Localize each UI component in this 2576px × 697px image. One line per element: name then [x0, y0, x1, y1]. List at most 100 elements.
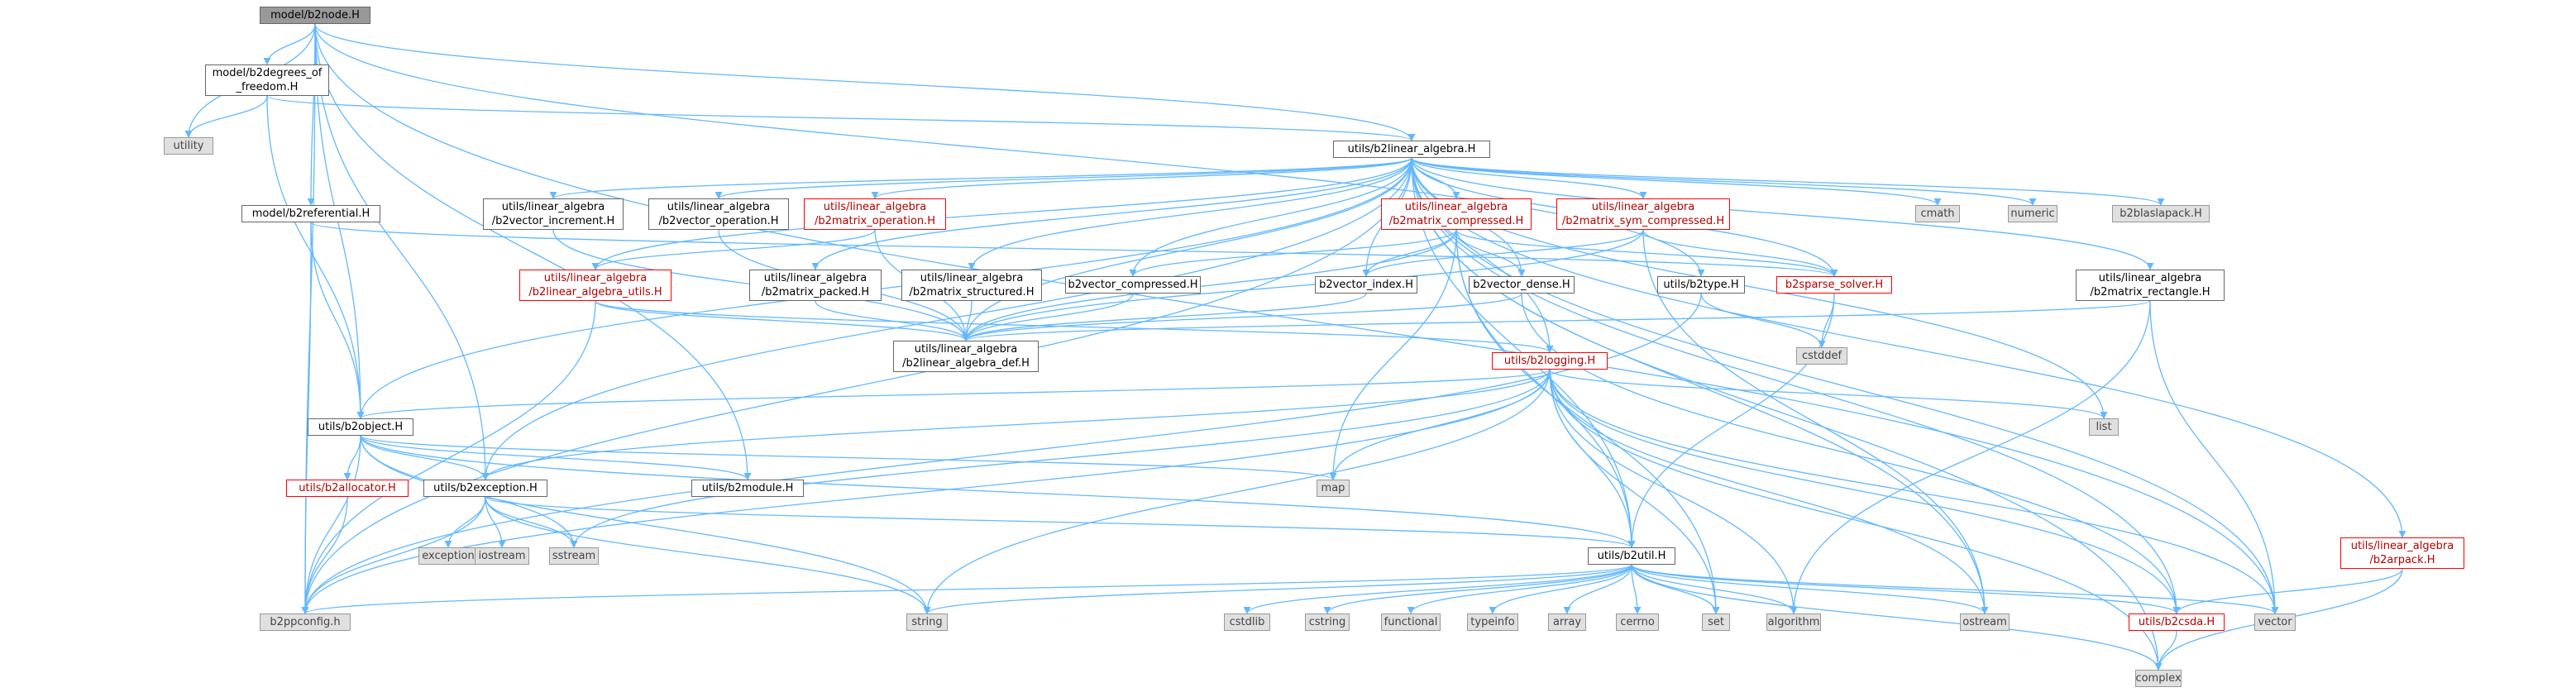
- edge-b2matrix_operation-to-b2linear_algebra_utils: [591, 229, 876, 270]
- node-vector: vector: [2254, 613, 2296, 631]
- edge-b2linear_algebra-to-b2exception: [481, 157, 1412, 480]
- node-utils-b2object-h[interactable]: utils/b2object.H: [308, 418, 413, 436]
- edge-b2matrix_compressed-to-b2vector_dense: [1455, 229, 1526, 277]
- edge-b2referential-to-b2sparse_solver: [310, 222, 1838, 277]
- edge-b2object-to-string: [360, 435, 931, 614]
- node-b2linear-algebra-utils-h[interactable]: utils/linear_algebra /b2linear_algebra_u…: [519, 270, 671, 301]
- edge-b2matrix_compressed-to-b2linear_algebra_def: [962, 229, 1457, 341]
- node-string: string: [906, 613, 948, 631]
- node-utils-b2module-h[interactable]: utils/b2module.H: [691, 480, 804, 497]
- edge-b2linear_algebra_utils-to-b2logging: [595, 300, 1554, 353]
- edge-b2referential-to-b2ppconfig: [301, 222, 312, 614]
- edge-b2sparse_solver-to-b2util: [1627, 293, 1835, 548]
- edge-b2node-to-b2module: [314, 23, 752, 480]
- edge-b2linear_algebra_utils-to-b2ppconfig: [301, 300, 596, 614]
- node-utils-b2allocator-h[interactable]: utils/b2allocator.H: [286, 480, 409, 497]
- edge-b2arpack-to-b2csda: [2172, 568, 2403, 614]
- node-map: map: [1317, 480, 1350, 497]
- edge-b2logging-to-ostream: [1549, 369, 1989, 614]
- edge-b2node-to-vector: [314, 23, 2279, 614]
- node-cmath: cmath: [1915, 205, 1960, 222]
- node-utils-b2csda-h[interactable]: utils/b2csda.H: [2129, 613, 2225, 631]
- node-utils-b2util-h[interactable]: utils/b2util.H: [1588, 547, 1675, 565]
- node-b2linear-algebra-def-h[interactable]: utils/linear_algebra /b2linear_algebra_d…: [893, 341, 1039, 372]
- edge-b2object-to-b2ppconfig: [301, 435, 361, 614]
- edge-b2logging-to-b2csda: [1549, 369, 2181, 614]
- node-numeric: numeric: [2008, 205, 2057, 222]
- edge-b2util-to-vector: [1631, 564, 2279, 614]
- edge-b2vector_dense-to-b2linear_algebra_def: [962, 293, 1522, 341]
- node-b2matrix-operation-h[interactable]: utils/linear_algebra /b2matrix_operation…: [804, 198, 946, 230]
- node-ostream: ostream: [1960, 613, 2010, 631]
- edge-b2util-to-functional: [1407, 564, 1632, 614]
- edge-b2matrix_rectangle-to-b2linear_algebra_def: [962, 300, 2151, 341]
- node-b2vector-dense-h[interactable]: b2vector_dense.H: [1469, 276, 1575, 294]
- edge-b2matrix_rectangle-to-algorithm: [1790, 300, 2151, 614]
- node-cstring: cstring: [1305, 613, 1350, 631]
- edge-b2util-to-complex: [1631, 564, 2163, 671]
- edge-b2linear_algebra-to-vector: [1411, 157, 2279, 614]
- node-b2vector-index-h[interactable]: b2vector_index.H: [1315, 276, 1417, 294]
- node-b2matrix-packed-h[interactable]: utils/linear_algebra /b2matrix_packed.H: [749, 270, 882, 301]
- edge-b2csda-to-complex: [2154, 630, 2177, 671]
- edge-b2logging-to-complex: [1549, 369, 2163, 671]
- edge-b2node-to-b2linear_algebra: [314, 23, 1416, 141]
- node-b2matrix-sym-compressed-h[interactable]: utils/linear_algebra /b2matrix_sym_compr…: [1556, 198, 1730, 230]
- edge-b2matrix_rectangle-to-vector: [2149, 300, 2279, 614]
- node-utils-b2exception-h[interactable]: utils/b2exception.H: [423, 480, 547, 497]
- node-typeinfo: typeinfo: [1467, 613, 1518, 631]
- edge-b2logging-to-string: [923, 369, 1551, 614]
- edge-b2util-to-cstring: [1323, 564, 1632, 614]
- edge-b2exception-to-string: [485, 496, 931, 614]
- edge-b2linear_algebra-to-b2csda: [1411, 157, 2181, 614]
- node-cerrno: cerrno: [1616, 613, 1659, 631]
- node-b2vector-operation-h[interactable]: utils/linear_algebra /b2vector_operation…: [648, 198, 789, 230]
- edge-b2util-to-b2ppconfig: [301, 564, 1632, 614]
- node-b2vector-compressed-h[interactable]: b2vector_compressed.H: [1065, 276, 1201, 294]
- node-iostream: iostream: [475, 547, 529, 565]
- edge-b2exception-to-iostream: [485, 496, 506, 548]
- node-b2sparse-solver-h[interactable]: b2sparse_solver.H: [1776, 276, 1892, 294]
- edge-b2matrix_sym_compressed-to-b2vector_index: [1362, 229, 1644, 277]
- node-b2matrix-structured-h[interactable]: utils/linear_algebra /b2matrix_structure…: [901, 270, 1042, 301]
- edge-b2logging-to-algorithm: [1549, 369, 1798, 614]
- edge-b2object-to-b2module: [360, 435, 752, 480]
- node-utils-b2type-h[interactable]: utils/b2type.H: [1657, 276, 1745, 294]
- edge-b2util-to-cerrno: [1631, 564, 1642, 614]
- edge-b2object-to-b2util: [360, 435, 1636, 548]
- edge-b2referential-to-b2object: [310, 222, 365, 419]
- edge-b2util-to-string: [923, 564, 1632, 614]
- node-model-b2referential-h[interactable]: model/b2referential.H: [241, 205, 380, 222]
- edge-b2exception-to-b2util: [485, 496, 1636, 548]
- edge-b2linear_algebra_utils-to-b2linear_algebra_def: [595, 300, 970, 341]
- node-model-b2node-h[interactable]: model/b2node.H: [260, 7, 370, 24]
- edge-b2object-to-b2exception: [360, 435, 490, 480]
- node-b2vector-increment-h[interactable]: utils/linear_algebra /b2vector_increment…: [483, 198, 624, 230]
- edge-b2linear_algebra-to-b2linear_algebra_utils: [591, 157, 1412, 270]
- edge-b2linear_algebra-to-b2matrix_sym_compressed: [1411, 157, 1647, 199]
- edge-b2exception-to-b2ppconfig: [301, 496, 486, 614]
- edge-b2exception-to-sstream: [485, 496, 578, 548]
- node-b2arpack-h[interactable]: utils/linear_algebra /b2arpack.H: [2340, 537, 2464, 569]
- node-utils-b2logging-h[interactable]: utils/b2logging.H: [1492, 352, 1608, 370]
- node-cstddef: cstddef: [1796, 347, 1847, 365]
- node-b2matrix-compressed-h[interactable]: utils/linear_algebra /b2matrix_compresse…: [1381, 198, 1532, 230]
- edge-b2linear_algebra-to-b2matrix_rectangle: [1411, 157, 2154, 270]
- edge-b2allocator-to-b2ppconfig: [301, 496, 348, 614]
- edge-b2linear_algebra-to-b2blaslapack: [1411, 157, 2165, 206]
- edge-b2linear_algebra-to-numeric: [1411, 157, 2037, 206]
- edge-b2matrix_compressed-to-map: [1329, 229, 1457, 480]
- edge-b2type-to-cstddef: [1700, 293, 1826, 348]
- edge-b2logging-to-b2exception: [481, 369, 1551, 480]
- node-b2matrix-rectangle-h[interactable]: utils/linear_algebra /b2matrix_rectangle…: [2076, 270, 2225, 301]
- edge-b2util-to-typeinfo: [1489, 564, 1632, 614]
- edge-b2logging-to-list: [1549, 369, 2108, 419]
- node-model-b2degrees-of-freedom-h[interactable]: model/b2degrees_of _freedom.H: [205, 64, 329, 96]
- edge-b2linear_algebra-to-b2linear_algebra_def: [962, 157, 1412, 341]
- node-b2blaslapack-h: b2blaslapack.H: [2112, 205, 2210, 222]
- edge-b2linear_algebra-to-b2object: [356, 157, 1412, 419]
- edge-b2logging-to-vector: [1549, 369, 2279, 614]
- edge-b2node-to-b2exception: [314, 23, 490, 480]
- node-utils-b2linear-algebra-h[interactable]: utils/b2linear_algebra.H: [1333, 141, 1490, 158]
